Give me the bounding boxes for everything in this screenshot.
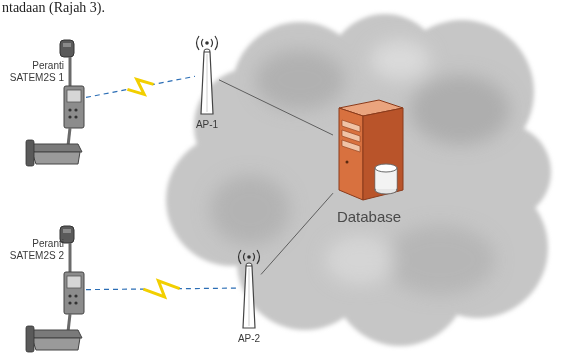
device-icon	[26, 40, 84, 166]
node-label: Peranti SATEM2S 1	[8, 60, 64, 83]
lightning-bolt	[127, 79, 153, 94]
database-node: Database	[333, 100, 405, 205]
node-label: Database	[337, 208, 401, 225]
wireless-link	[86, 281, 237, 297]
caption-text: ntadaan (Rajah 3).	[2, 0, 105, 16]
server-icon	[339, 100, 403, 200]
cloud	[166, 14, 551, 346]
node-label: AP-2	[238, 333, 260, 345]
node-label: AP-1	[196, 119, 218, 131]
network-line	[261, 193, 333, 274]
antenna-icon	[197, 36, 218, 114]
lightning-bolt	[143, 281, 179, 297]
antenna-icon	[239, 250, 260, 328]
access-point-node: AP-1	[195, 32, 219, 116]
network-line	[219, 80, 333, 135]
access-point-node: AP-2	[237, 246, 261, 330]
device-node: Peranti SATEM2S 1	[8, 40, 86, 170]
wireless-link	[86, 76, 195, 97]
device-node: Peranti SATEM2S 2	[8, 226, 86, 354]
node-label: Peranti SATEM2S 2	[8, 238, 64, 261]
